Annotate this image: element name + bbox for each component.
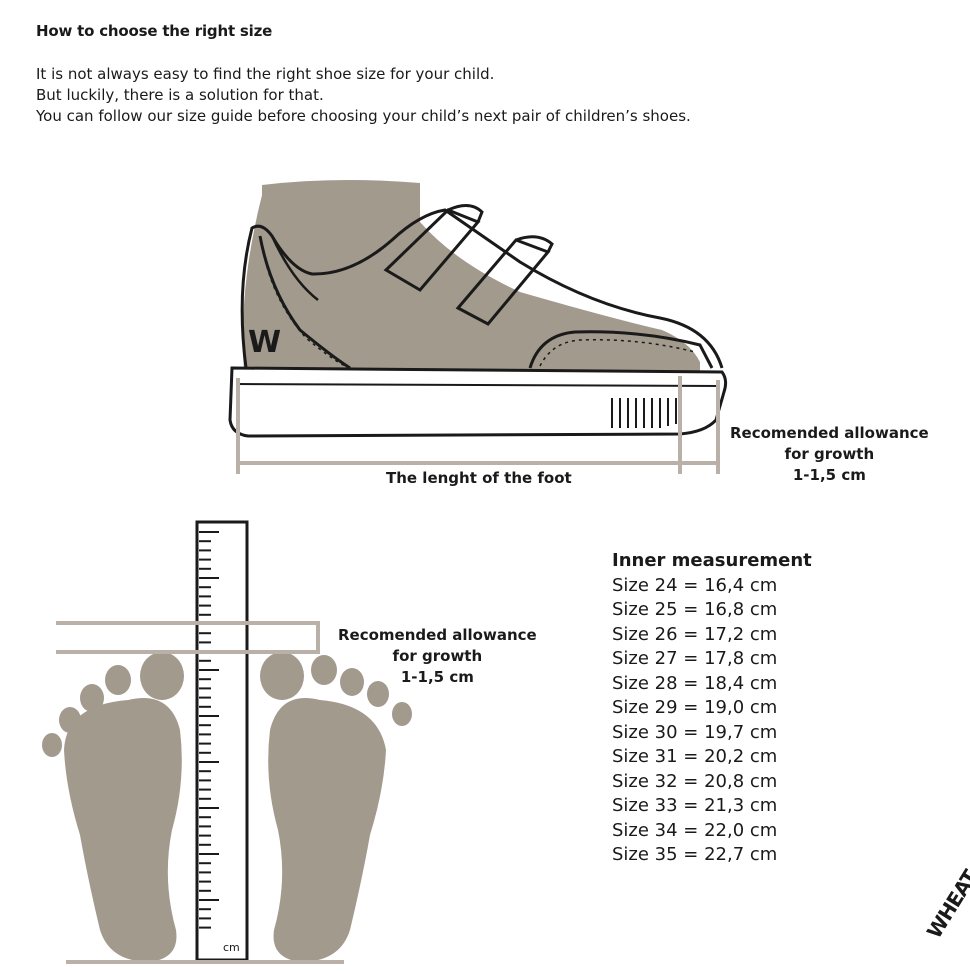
ruler-unit-label: cm: [223, 941, 240, 954]
foot-length-label: The lenght of the foot: [386, 469, 572, 487]
foot-length-measure: [236, 376, 720, 474]
left-foot-sole: [64, 698, 182, 962]
size-guide-heading: Inner measurement: [612, 550, 812, 571]
right-foot-toe-4: [367, 681, 389, 707]
left-foot-toe-4: [59, 707, 81, 733]
intro-line-2: But luckily, there is a solution for tha…: [36, 86, 324, 104]
left-foot-toe-5: [42, 733, 62, 757]
left-foot-toe-2: [105, 665, 131, 695]
shoe-collar: [258, 235, 351, 370]
ruler: cm: [195, 520, 249, 962]
shoe-collar-inner: [270, 235, 319, 301]
velcro-tab-2: [515, 235, 554, 253]
right-foot-toe-3: [340, 668, 364, 696]
foot-allowance-label: Recomended allowance for growth 1-1,5 cm: [338, 625, 537, 688]
velcro-tab-1: [447, 204, 484, 223]
right-foot-big-toe: [260, 652, 304, 700]
size-row: Size 35 = 22,7 cm: [612, 844, 778, 865]
shoe-logo: W: [248, 325, 281, 360]
brand-corner-logo: WHEAT: [922, 865, 970, 942]
foot-allowance-line-3: 1-1,5 cm: [400, 668, 474, 686]
size-row: Size 28 = 18,4 cm: [612, 672, 778, 694]
size-row: Size 29 = 19,0 cm: [612, 697, 778, 718]
left-foot-big-toe: [140, 652, 184, 700]
size-row: Size 32 = 20,8 cm: [612, 770, 778, 792]
size-row: Size 26 = 17,2 cm: [612, 623, 778, 645]
size-row: Size 31 = 20,2 cm: [612, 746, 778, 767]
right-foot-sole: [268, 698, 386, 962]
size-row: Size 27 = 17,8 cm: [612, 648, 778, 669]
shoe-stitching: [261, 245, 346, 367]
sole-line: [235, 383, 721, 387]
feet-illustration: [42, 652, 412, 962]
size-row: Size 25 = 16,8 cm: [612, 599, 778, 620]
shoe-upper: [240, 208, 724, 369]
shoe-allowance-label: Recomended allowance for growth 1-1,5 cm: [730, 423, 929, 486]
size-guide: Inner measurement Size 24 = 16,4 cm Size…: [612, 549, 812, 868]
intro-line-1: It is not always easy to find the right …: [36, 65, 495, 83]
right-foot-toe-2: [311, 655, 337, 685]
page-title: How to choose the right size: [36, 22, 273, 40]
intro-line-3: You can follow our size guide before cho…: [36, 107, 691, 125]
shoe-toe-cap: [528, 330, 714, 369]
shoe-allowance-line-1: Recomended allowance: [730, 424, 929, 442]
right-foot-toe-5: [392, 702, 412, 726]
size-row: Size 24 = 16,4 cm: [612, 574, 778, 596]
shoe-allowance-line-3: 1-1,5 cm: [792, 466, 866, 484]
foot-allowance-lines: [56, 621, 344, 964]
left-foot-toe-3: [80, 684, 104, 712]
intro-text: It is not always easy to find the right …: [36, 64, 691, 127]
foot-allowance-line-2: for growth: [392, 647, 483, 665]
foot-silhouette-in-shoe: [242, 179, 701, 372]
shoe-allowance-line-2: for growth: [784, 445, 875, 463]
foot-allowance-line-1: Recomended allowance: [338, 626, 537, 644]
shoe-illustration: W: [228, 179, 728, 438]
size-row: Size 34 = 22,0 cm: [612, 819, 778, 841]
sole-grip-ridges: [611, 398, 677, 428]
size-row: Size 33 = 21,3 cm: [612, 795, 778, 816]
brand-logo-text: WHEAT: [922, 865, 970, 942]
ruler-body: [195, 520, 249, 962]
size-row: Size 30 = 19,7 cm: [612, 721, 778, 743]
